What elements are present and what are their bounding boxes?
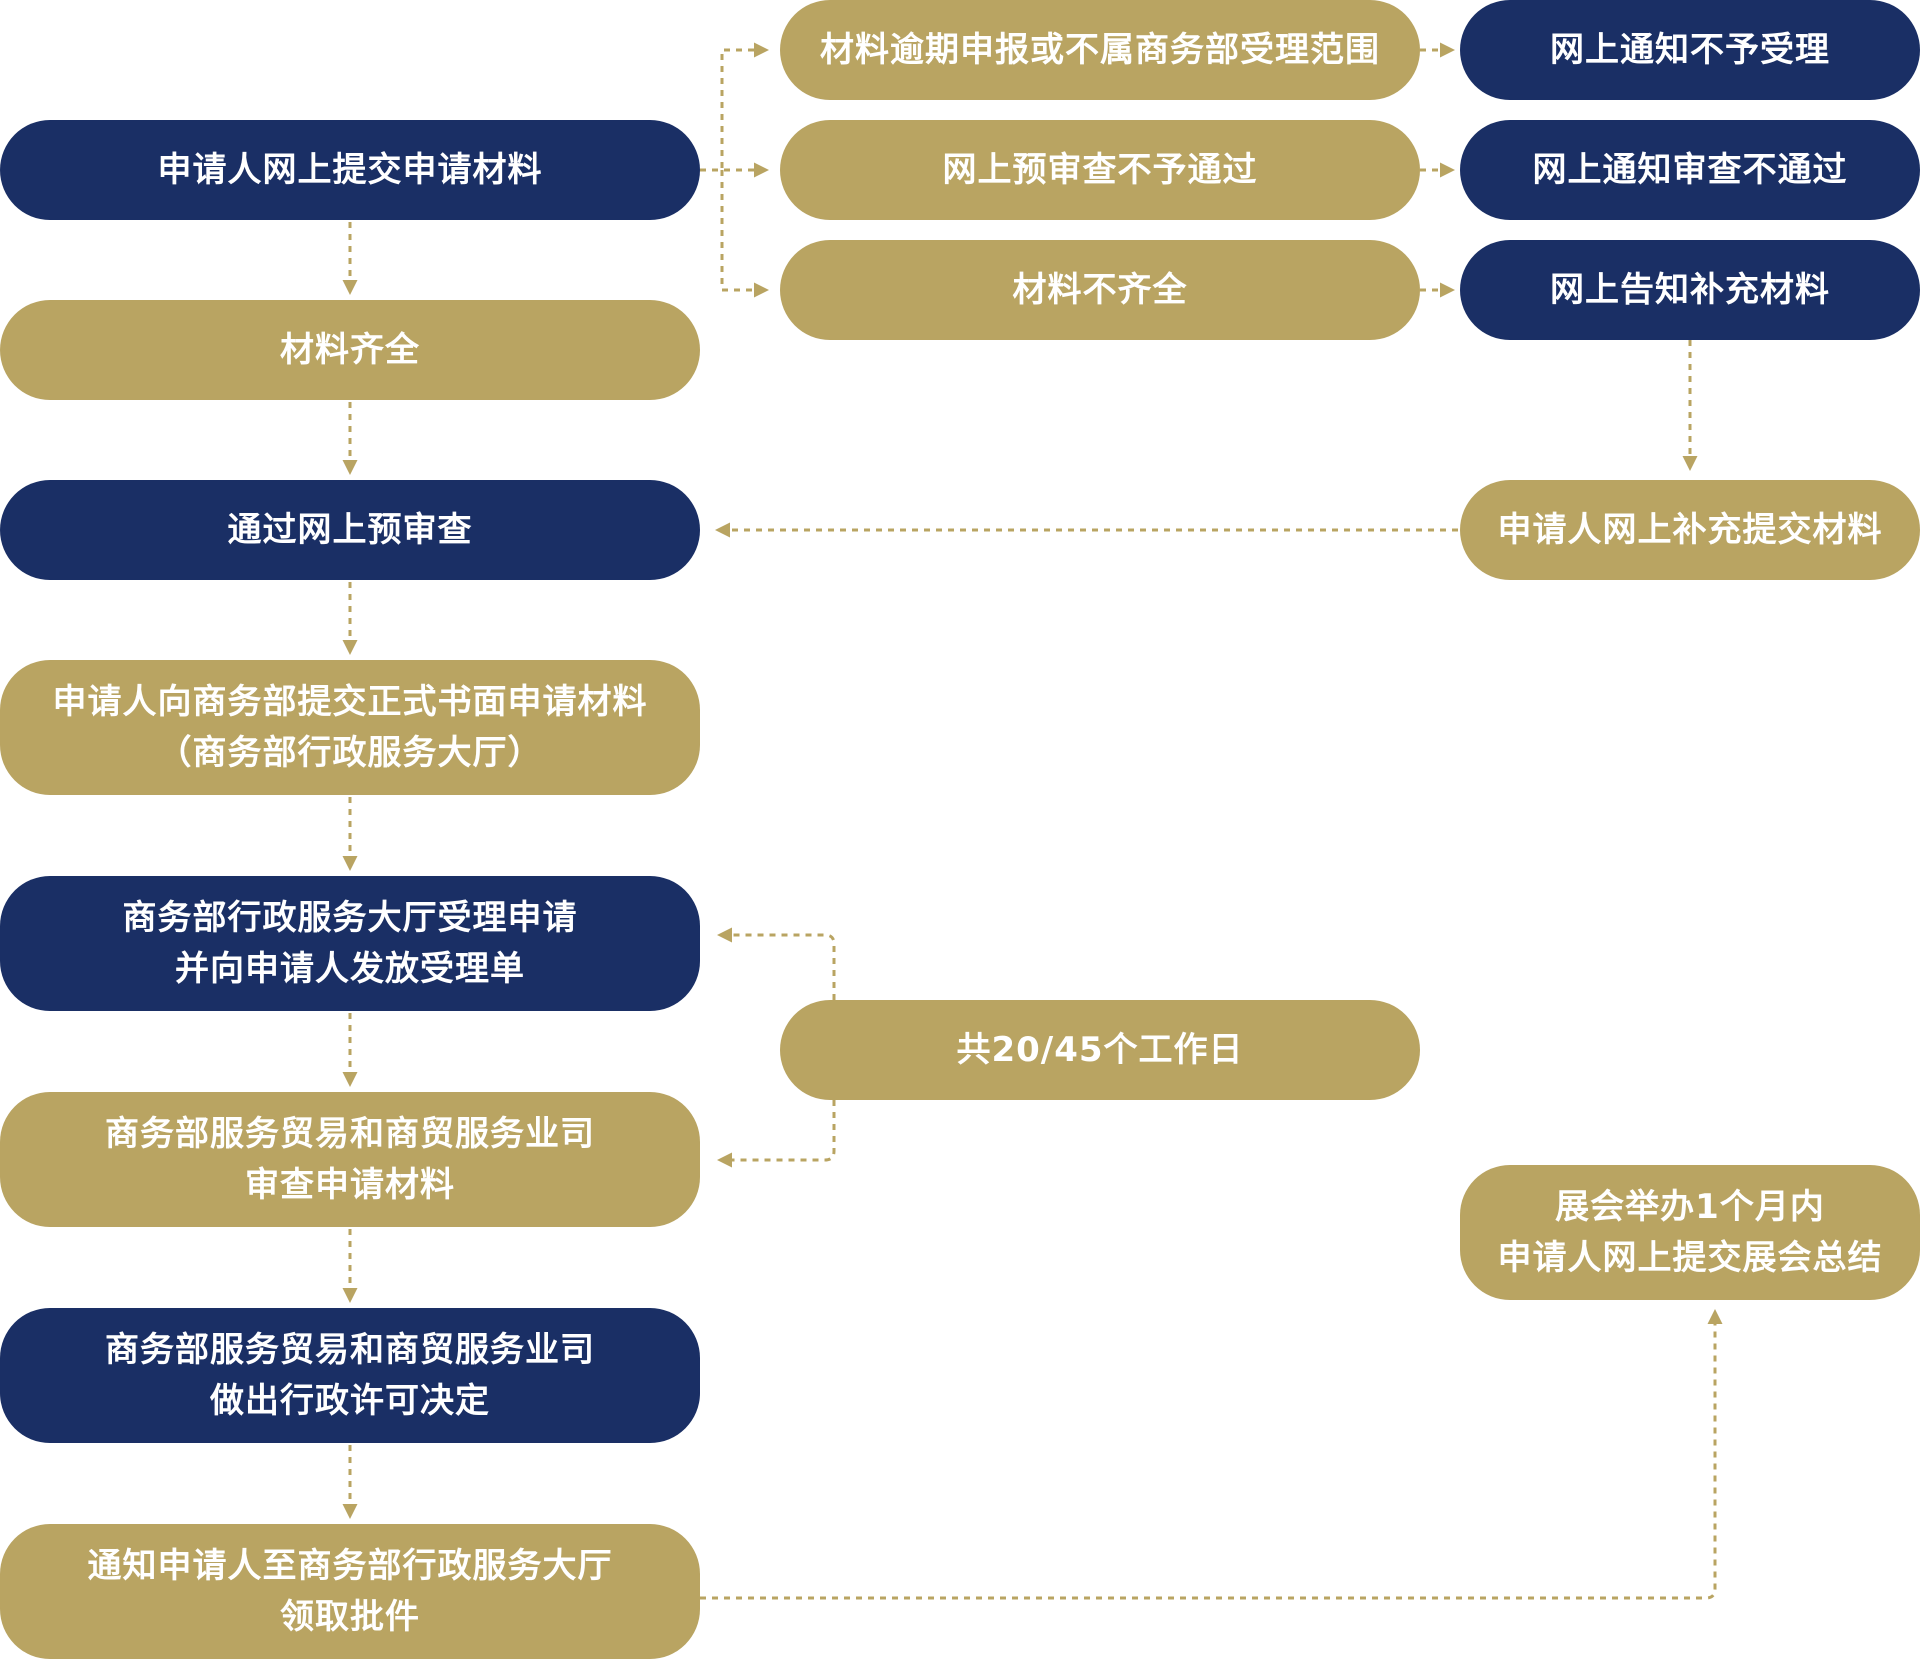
node-precheck-fail: 网上预审查不予通过	[780, 120, 1420, 220]
node-dept-decision-line2: 做出行政许可决定	[210, 1380, 490, 1421]
node-incomplete-label: 材料不齐全	[1012, 269, 1188, 310]
node-reject-notice: 网上通知不予受理	[1460, 0, 1920, 100]
node-working-days: 共20/45个工作日	[780, 1000, 1420, 1100]
node-hall-accept-line2: 并向申请人发放受理单	[175, 948, 525, 989]
node-fail-notice: 网上通知审查不通过	[1460, 120, 1920, 220]
node-dept-review: 商务部服务贸易和商贸服务业司 审查申请材料	[0, 1092, 700, 1227]
node-pass-precheck: 通过网上预审查	[0, 480, 700, 580]
node-submit-formal-line1: 申请人向商务部提交正式书面申请材料	[52, 681, 648, 722]
node-materials-complete: 材料齐全	[0, 300, 700, 400]
node-submit-formal-line2: （商务部行政服务大厅）	[157, 732, 543, 773]
node-resubmit-label: 申请人网上补充提交材料	[1497, 509, 1883, 550]
node-dept-review-line2: 审查申请材料	[245, 1164, 455, 1205]
node-hall-accept: 商务部行政服务大厅受理申请 并向申请人发放受理单	[0, 876, 700, 1011]
node-incomplete: 材料不齐全	[780, 240, 1420, 340]
node-summary-line2: 申请人网上提交展会总结	[1497, 1237, 1883, 1278]
node-fail-notice-label: 网上通知审查不通过	[1532, 149, 1848, 190]
node-notify-collect: 通知申请人至商务部行政服务大厅 领取批件	[0, 1524, 700, 1659]
node-overdue: 材料逾期申报或不属商务部受理范围	[780, 0, 1420, 100]
arrow-notify-to-summary	[700, 1309, 1723, 1600]
node-notify-collect-line1: 通知申请人至商务部行政服务大厅	[87, 1545, 613, 1586]
node-summary: 展会举办1个月内 申请人网上提交展会总结	[1460, 1165, 1920, 1300]
node-submit-online: 申请人网上提交申请材料	[0, 120, 700, 220]
arrow-days-to-hall	[717, 927, 836, 1000]
node-working-days-label: 共20/45个工作日	[956, 1029, 1244, 1070]
node-overdue-label: 材料逾期申报或不属商务部受理范围	[820, 29, 1380, 70]
node-dept-decision: 商务部服务贸易和商贸服务业司 做出行政许可决定	[0, 1308, 700, 1443]
node-reject-notice-label: 网上通知不予受理	[1550, 29, 1830, 70]
node-supplement-notice-label: 网上告知补充材料	[1550, 269, 1830, 310]
node-summary-line1: 展会举办1个月内	[1555, 1186, 1825, 1227]
node-pass-precheck-label: 通过网上预审查	[227, 509, 473, 550]
node-resubmit: 申请人网上补充提交材料	[1460, 480, 1920, 580]
node-dept-review-line1: 商务部服务贸易和商贸服务业司	[105, 1113, 595, 1154]
node-hall-accept-line1: 商务部行政服务大厅受理申请	[122, 897, 578, 938]
node-submit-online-label: 申请人网上提交申请材料	[157, 149, 543, 190]
node-dept-decision-line1: 商务部服务贸易和商贸服务业司	[105, 1329, 595, 1370]
node-precheck-fail-label: 网上预审查不予通过	[942, 149, 1258, 190]
node-materials-complete-label: 材料齐全	[280, 329, 420, 370]
arrow-days-to-review	[717, 1100, 836, 1168]
arrow-submit-to-incomplete	[720, 170, 769, 298]
node-notify-collect-line2: 领取批件	[280, 1596, 420, 1637]
arrow-submit-to-overdue	[700, 42, 769, 172]
node-supplement-notice: 网上告知补充材料	[1460, 240, 1920, 340]
node-submit-formal: 申请人向商务部提交正式书面申请材料 （商务部行政服务大厅）	[0, 660, 700, 795]
